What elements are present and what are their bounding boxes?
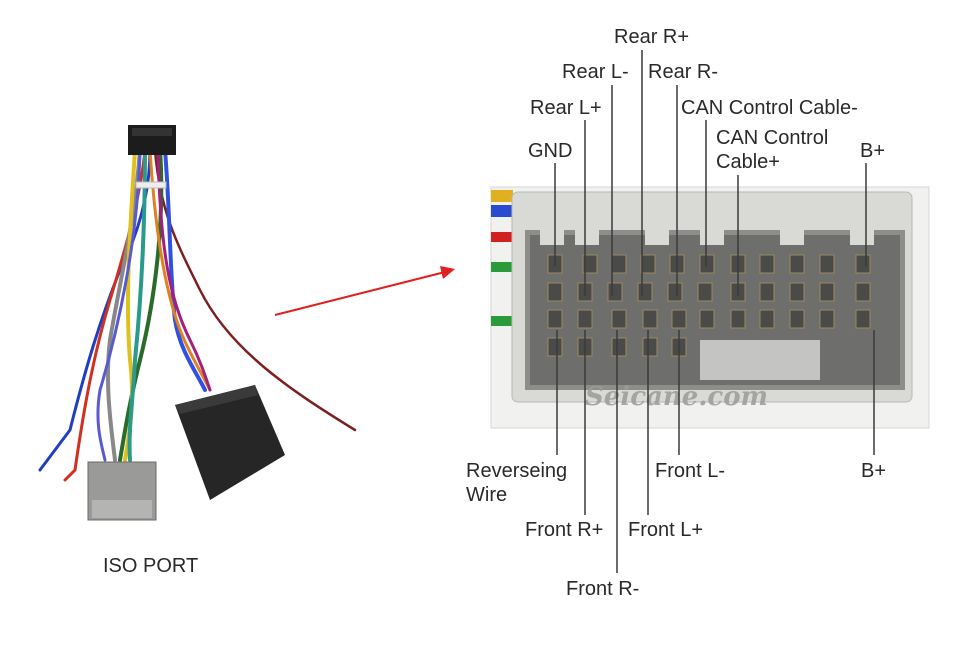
label-rear-r-minus: Rear R- [648, 61, 719, 83]
iso-port-caption: ISO PORT [103, 555, 199, 577]
label-front-r-minus: Front R- [566, 578, 640, 600]
label-can-control-minus: CAN Control Cable- [681, 97, 858, 119]
label-reversing-line1: Reverseing [466, 460, 568, 482]
label-can-control-plus-line2: Cable+ [716, 151, 780, 173]
label-b-plus-top: B+ [860, 140, 886, 162]
label-reversing-line2: Wire [466, 484, 508, 506]
label-rear-l-minus: Rear L- [562, 61, 629, 83]
watermark-text: Seicane.com [585, 382, 768, 412]
label-rear-r-plus: Rear R+ [614, 26, 690, 48]
label-can-control-plus-line1: CAN Control [716, 127, 829, 149]
label-front-l-minus: Front L- [655, 460, 726, 482]
label-front-r-plus: Front R+ [525, 519, 604, 541]
label-front-l-plus: Front L+ [628, 519, 704, 541]
label-gnd: GND [528, 140, 573, 162]
label-b-plus-bottom: B+ [861, 460, 887, 482]
label-rear-l-plus: Rear L+ [530, 97, 602, 119]
